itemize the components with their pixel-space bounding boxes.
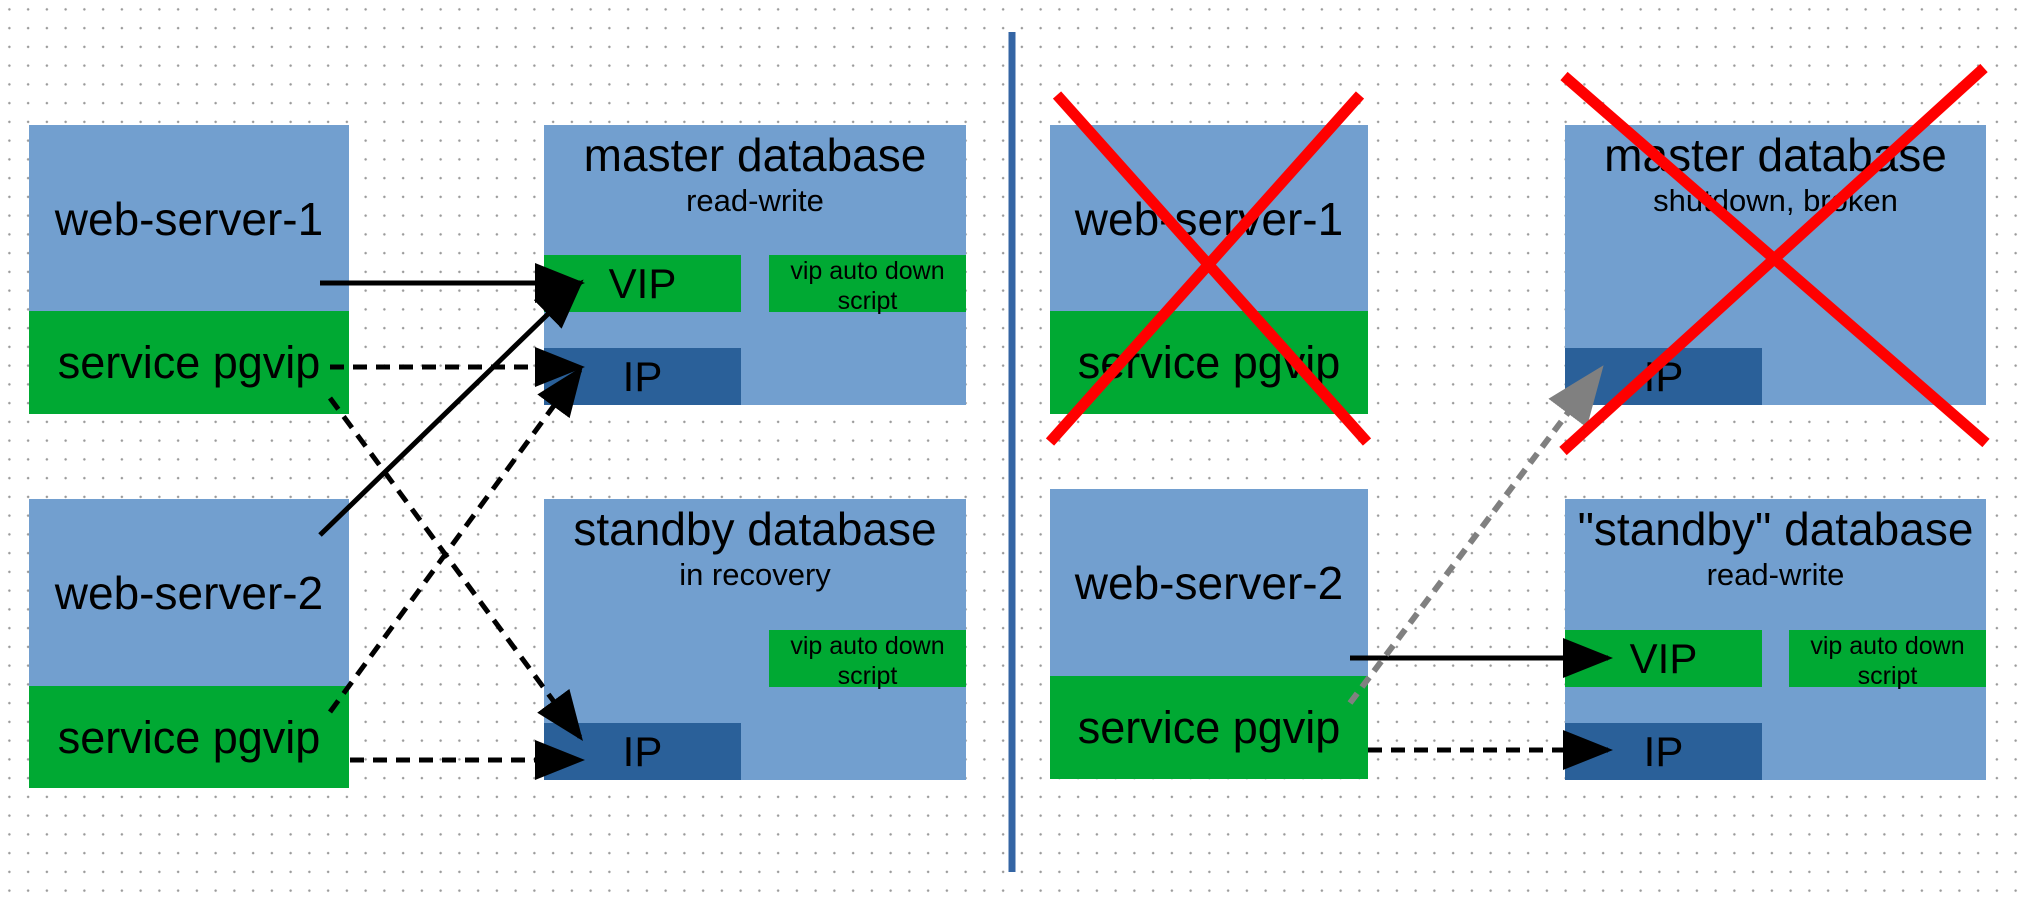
ip-box: IP [544,723,741,780]
vip-down-script: vip auto down script [769,630,966,690]
web2-to-master-vip-arrow [318,279,584,537]
right-web-server-2: web-server-2 [1050,489,1368,679]
server-label: web-server-2 [54,567,324,619]
ip-box: IP [1565,348,1762,405]
ip-box: IP [544,348,741,405]
db-title: "standby" database [1577,503,1974,555]
left-web-server-2: web-server-2 [29,499,349,689]
vip-box: VIP [544,255,741,312]
db-subtitle: in recovery [679,557,831,592]
ip-box: IP [1565,723,1762,780]
db-subtitle: read-write [686,183,824,218]
web2-service-to-master-ip-arrow [327,365,583,714]
right-web-server-2-service: service pgvip [1050,676,1368,779]
web1-service-to-standby-ip-arrow [327,396,583,742]
server-label: web-server-2 [1074,557,1344,609]
left-master-database: master database read-write VIP vip auto … [544,125,966,405]
right-web-server-1: web-server-1 [1050,125,1368,315]
db-title: master database [1604,129,1947,181]
db-title: master database [583,129,927,181]
left-web-server-2-service: service pgvip [29,686,349,788]
right-web-server-1-service: service pgvip [1050,311,1368,414]
vip-down-script: vip auto down script [769,255,966,315]
right-master-database: master database shutdown, broken IP [1565,125,1986,405]
left-standby-database: standby database in recovery vip auto do… [544,499,966,780]
vip-down-script: vip auto down script [1789,630,1986,690]
db-title: standby database [573,503,937,555]
vip-box: VIP [1565,630,1762,687]
right-standby-database: "standby" database read-write VIP vip au… [1565,499,1986,780]
server-label: web-server-1 [54,193,324,245]
left-web-server-1: web-server-1 [29,125,349,315]
failed-connection-to-master-ip-arrow [1347,365,1604,705]
server-label: web-server-1 [1074,193,1344,245]
db-subtitle: read-write [1706,557,1845,592]
db-subtitle: shutdown, broken [1653,183,1898,218]
left-web-server-1-service: service pgvip [29,311,349,414]
